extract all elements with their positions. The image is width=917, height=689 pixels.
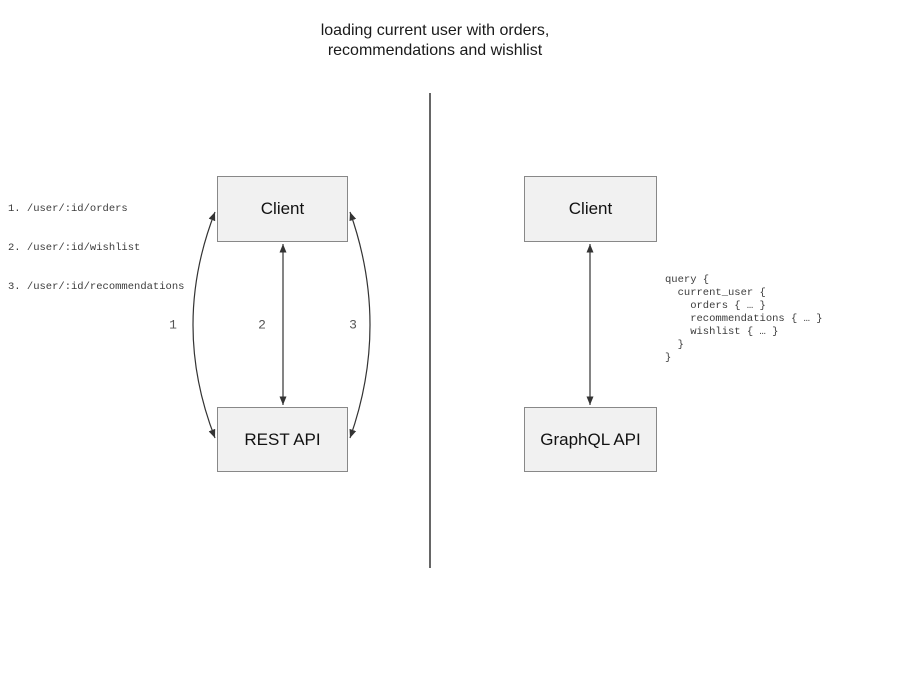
diagram-title-line1: loading current user with orders, <box>320 22 550 39</box>
arrow-label-3: 3 <box>349 317 357 333</box>
rest-client-box: Client <box>217 176 348 242</box>
arrow-label-1: 1 <box>169 317 177 333</box>
graphql-client-label: Client <box>568 199 613 218</box>
graphql-api-label: GraphQL API <box>540 429 641 449</box>
rest-api-box: REST API <box>217 407 348 472</box>
divider-line <box>429 93 431 568</box>
endpoint-item-orders: 1. /user/:id/orders <box>8 203 128 215</box>
graphql-client-box: Client <box>524 176 657 242</box>
endpoint-item-wishlist: 2. /user/:id/wishlist <box>8 242 141 254</box>
diagram-title-line2: recommendations and wishlist <box>327 42 543 59</box>
arrow-label-2: 2 <box>258 317 266 333</box>
endpoint-item-recommendations: 3. /user/:id/recommendations <box>8 281 185 293</box>
rest-api-label: REST API <box>244 429 321 449</box>
diagram-title: loading current user with orders, recomm… <box>321 21 550 61</box>
rest-arrow-1-curve-left <box>192 211 216 439</box>
rest-client-label: Client <box>260 199 305 218</box>
graphql-api-box: GraphQL API <box>524 407 657 472</box>
endpoint-list: 1. /user/:id/orders 2. /user/:id/wishlis… <box>8 177 184 320</box>
graphql-query-code: query { current_user { orders { … } reco… <box>665 274 823 364</box>
